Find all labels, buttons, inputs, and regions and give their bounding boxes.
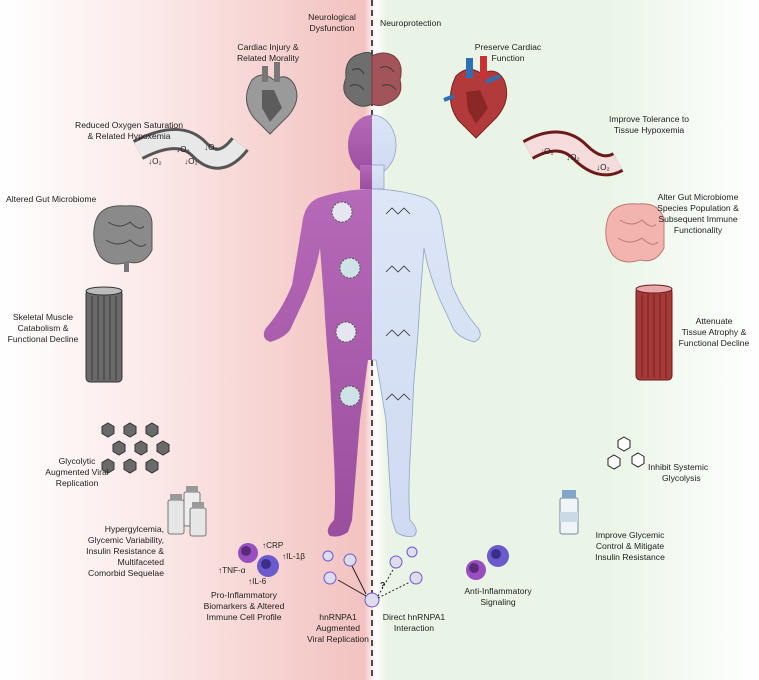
label-reduced-oxygen: Reduced Oxygen Saturation& Related Hypox…	[75, 120, 183, 141]
muscle-fiber-red-icon	[635, 284, 673, 381]
oxygen-tag: ↓O₂	[566, 153, 580, 162]
virus-cluster-icon	[322, 546, 423, 608]
marker-crp: ↑CRP	[262, 541, 284, 550]
brain-icon	[343, 51, 402, 107]
immune-cells-right-icon	[466, 545, 509, 580]
marker-tnf-alpha: ↑TNF-α	[218, 566, 246, 575]
molecule-icon	[385, 207, 411, 401]
intestine-gray-icon	[93, 205, 153, 272]
oxygen-tag: ↓O₂	[148, 157, 162, 166]
label-cardiac-injury: Cardiac Injury &Related Morality	[236, 42, 300, 63]
heart-damaged-icon	[246, 62, 298, 135]
marker-il6: ↑IL-6	[248, 577, 267, 586]
immune-cells-left-icon	[238, 543, 279, 577]
virus-icon	[331, 201, 361, 407]
label-hyperglycemia: Hypergylcemia,Glycemic Variability,Insul…	[86, 524, 164, 578]
blood-vessel-red-icon	[522, 130, 624, 177]
label-neuroprotection: Neuroprotection	[380, 18, 442, 28]
oxygen-tag: ↓O₂	[204, 143, 218, 152]
oxygen-tag: ↓O₂	[176, 145, 190, 154]
question-mark: ?	[380, 580, 386, 590]
oxygen-tag: ↓O₂	[540, 147, 554, 156]
label-altered-gut-microbiome: Altered Gut Microbiome	[6, 194, 97, 204]
intestine-pink-icon	[605, 203, 665, 263]
glucose-hexagons-outline-icon	[607, 436, 645, 470]
oxygen-tag: ↓O₂	[184, 157, 198, 166]
insulin-vials-icon	[167, 486, 207, 537]
oxygen-tag: ↓O₂	[596, 163, 610, 172]
muscle-fiber-gray-icon	[85, 286, 123, 383]
insulin-vial-icon	[559, 490, 579, 535]
marker-il1b: ↑IL-1β	[282, 552, 305, 561]
heart-healthy-icon	[443, 56, 508, 139]
replication-arrows	[337, 565, 411, 599]
blood-vessel-gray-icon	[132, 128, 249, 170]
